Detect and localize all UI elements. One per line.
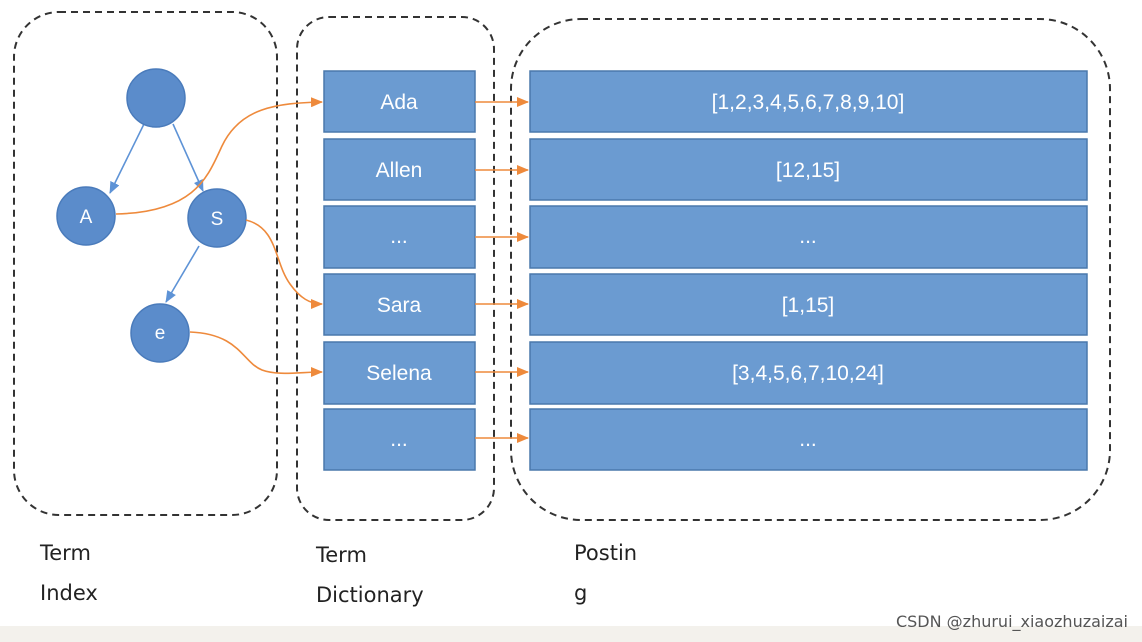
tree-node-root — [126, 68, 186, 128]
term-dictionary-label: Term Dictionary — [316, 543, 424, 607]
term-dictionary-container — [296, 16, 495, 521]
posting-list-label: ... — [799, 428, 817, 451]
posting-list-label: [3,4,5,6,7,10,24] — [732, 362, 884, 385]
tree-node-e: e — [130, 303, 190, 363]
dictionary-entry-label: ... — [390, 428, 408, 451]
arrow-s-to-sara — [245, 219, 323, 309]
tree-node-a: A — [56, 186, 116, 246]
term-index-label: Term Index — [40, 541, 98, 605]
arrow-a-to-ada — [115, 97, 323, 215]
dictionary-entry-label: Sara — [377, 294, 422, 317]
dictionary-entry-ada: Ada — [323, 70, 476, 133]
tree-node-a-label: A — [80, 207, 93, 228]
posting-list-label: [1,2,3,4,5,6,7,8,9,10] — [712, 91, 905, 114]
dictionary-entry-ellipsis-1: ... — [323, 205, 476, 269]
posting-list-selena: [3,4,5,6,7,10,24] — [529, 341, 1088, 405]
dictionary-entry-selena: Selena — [323, 341, 476, 405]
postings-label: Postin g — [574, 541, 638, 605]
dictionary-entry-label: ... — [390, 225, 408, 248]
term-index-container — [13, 11, 278, 516]
term-index-diagram: A S e Ada Allen ... Sara Selena ... [1,2… — [13, 11, 1111, 521]
dictionary-entry-label: Ada — [380, 91, 418, 114]
dictionary-entry-label: Selena — [366, 362, 432, 385]
dictionary-entry-sara: Sara — [323, 273, 476, 336]
tree-node-s-label: S — [211, 209, 224, 230]
dictionary-entry-allen: Allen — [323, 138, 476, 201]
posting-list-label: [12,15] — [776, 159, 840, 182]
edge-root-a — [109, 123, 145, 194]
posting-list-sara: [1,15] — [529, 273, 1088, 336]
posting-list-ellipsis-1: ... — [529, 205, 1088, 269]
dictionary-entry-label: Allen — [376, 159, 423, 182]
posting-list-allen: [12,15] — [529, 138, 1088, 201]
bottom-strip — [0, 626, 1142, 642]
watermark: CSDN @zhurui_xiaozhuzaizai — [895, 612, 1128, 631]
edge-root-s — [172, 123, 204, 192]
arrow-e-to-selena — [189, 331, 323, 378]
posting-list-label: ... — [799, 225, 817, 248]
posting-list-label: [1,15] — [782, 294, 835, 317]
tree-node-s: S — [187, 188, 247, 248]
posting-list-ada: [1,2,3,4,5,6,7,8,9,10] — [529, 70, 1088, 133]
tree-node-e-label: e — [155, 323, 166, 344]
edge-s-e — [165, 245, 200, 303]
dictionary-entry-ellipsis-2: ... — [323, 408, 476, 471]
postings-container — [510, 18, 1111, 521]
posting-list-ellipsis-2: ... — [529, 408, 1088, 471]
